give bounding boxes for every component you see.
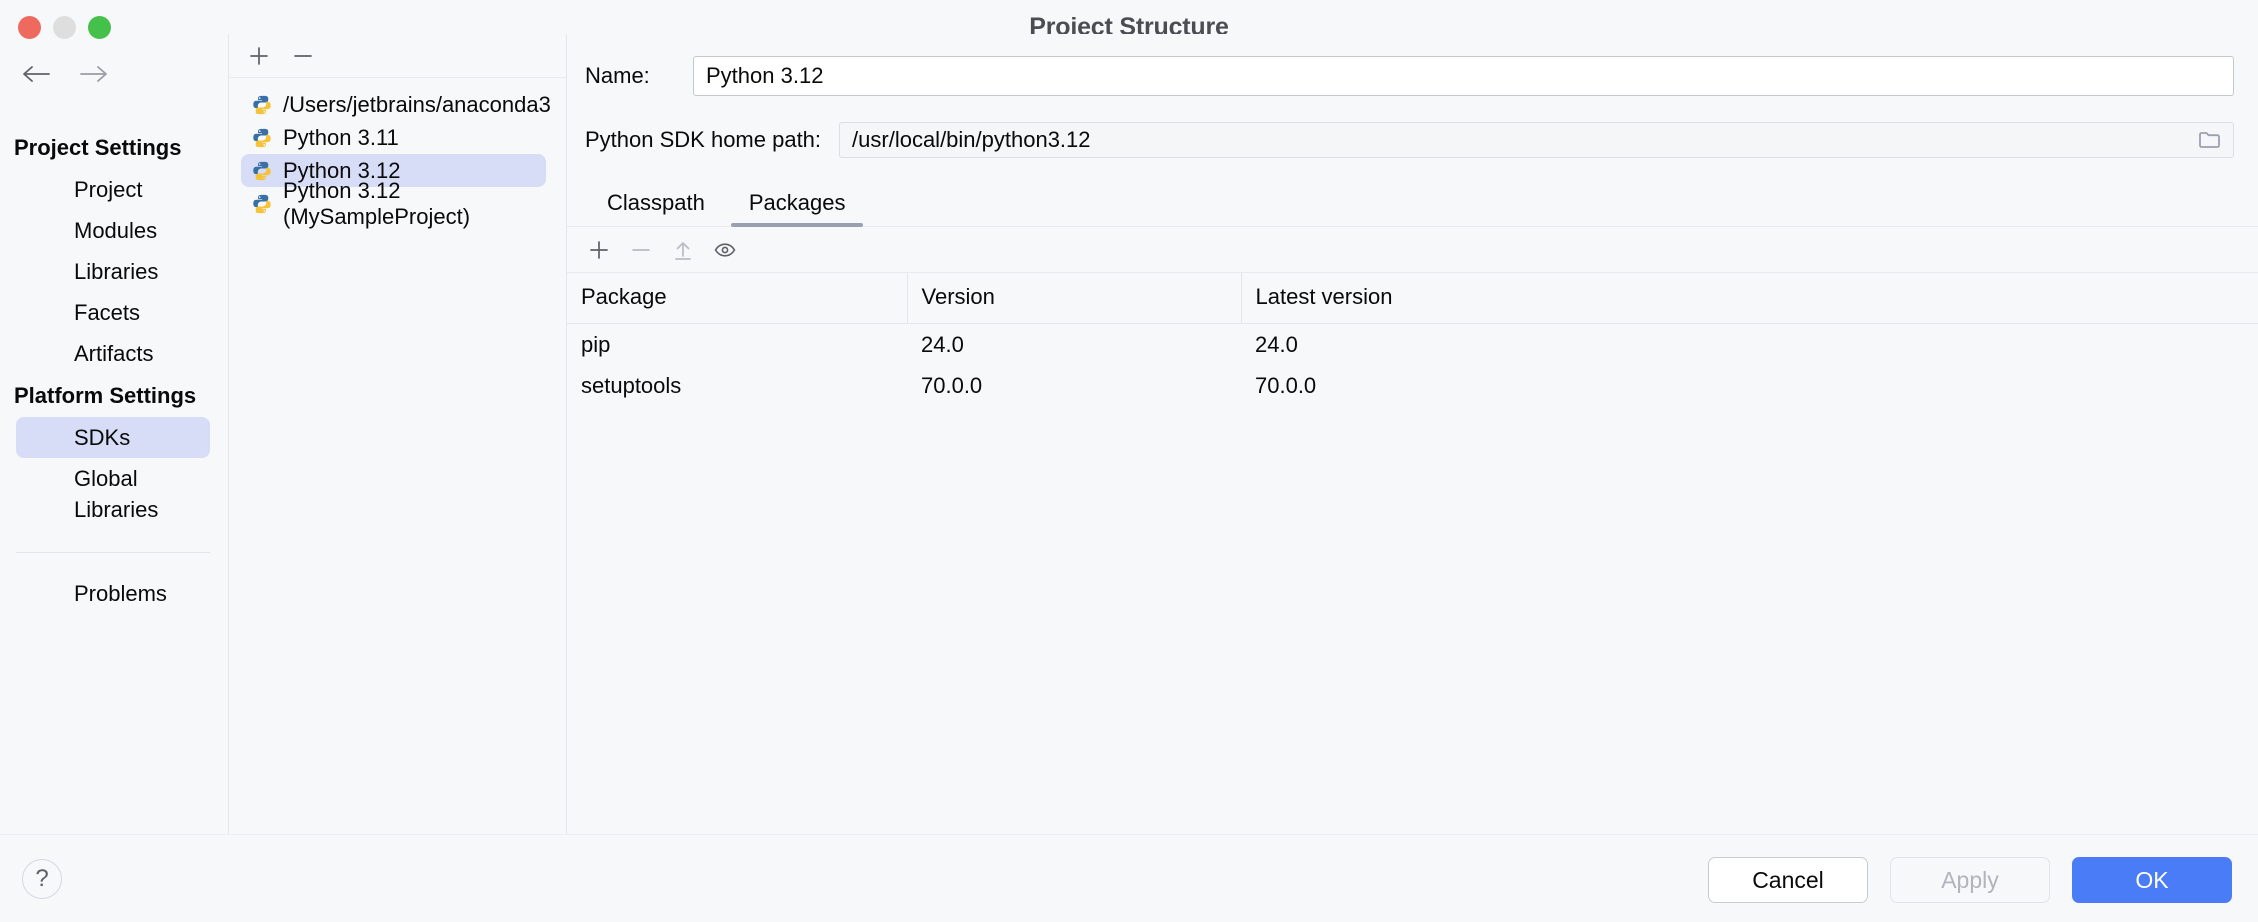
question-mark-icon[interactable]: ? (22, 859, 62, 899)
detail-tabs: Classpath Packages (567, 184, 2258, 227)
show-early-releases-eye-icon[interactable] (707, 232, 743, 268)
name-label: Name: (585, 63, 650, 88)
cell-version: 24.0 (921, 332, 964, 357)
python-icon (253, 194, 271, 213)
python-icon (253, 128, 271, 147)
sidebar-item-problems[interactable]: Problems (74, 581, 167, 606)
cell-latest-version: 24.0 (1255, 332, 1298, 357)
maximize-window-button[interactable] (88, 16, 111, 39)
sdk-home-path-label: Python SDK home path: (585, 127, 822, 152)
upgrade-package-button[interactable] (665, 232, 701, 268)
sidebar-item-facets[interactable]: Facets (74, 300, 141, 325)
python-icon (253, 95, 271, 114)
sidebar-item-artifacts[interactable]: Artifacts (74, 341, 154, 366)
nav-group-project-settings: Project Settings (14, 135, 182, 160)
cell-version: 70.0.0 (921, 373, 983, 398)
column-header-package[interactable]: Package (567, 273, 907, 324)
packages-table-header-row: Package Version Latest version (567, 273, 2258, 324)
sdk-list-item-label: /Users/jetbrains/anaconda3 (283, 91, 551, 117)
minimize-window-button[interactable] (53, 16, 76, 39)
window-controls (18, 16, 111, 39)
ok-button[interactable]: OK (2072, 857, 2232, 903)
cell-package: pip (581, 332, 611, 357)
sidebar-item-libraries[interactable]: Libraries (74, 259, 159, 284)
sdk-list-item[interactable]: Python 3.12 (MySampleProject) (241, 178, 546, 229)
packages-table: Package Version Latest version pip 24.0 … (567, 273, 2258, 406)
settings-nav-list: Project Settings Project Modules Librari… (0, 126, 228, 614)
cell-package: setuptools (581, 373, 682, 398)
sidebar-item-project[interactable]: Project (74, 177, 143, 202)
python-icon (253, 161, 271, 180)
dialog-actions: Cancel Apply OK (1708, 857, 2232, 903)
sdk-list-item-label: Python 3.12 (283, 157, 401, 183)
table-row[interactable]: setuptools 70.0.0 70.0.0 (567, 365, 2258, 406)
cell-latest-version: 70.0.0 (1255, 373, 1317, 398)
forward-arrow-icon[interactable] (74, 54, 114, 94)
sidebar-item-modules[interactable]: Modules (74, 218, 158, 243)
close-window-button[interactable] (18, 16, 41, 39)
nav-history-controls (16, 54, 114, 94)
remove-sdk-button[interactable] (285, 38, 321, 74)
sdk-home-path-input[interactable]: /usr/local/bin/python3.12 (839, 122, 2234, 158)
sdk-list-panel: /Users/jetbrains/anaconda3 Python 3.11 P… (228, 34, 566, 878)
sidebar-item-global-libraries[interactable]: Global Libraries (74, 466, 159, 522)
table-row[interactable]: pip 24.0 24.0 (567, 324, 2258, 366)
dialog-footer: ? Cancel Apply OK (0, 834, 2258, 922)
name-field-row: Name: Python 3.12 (567, 56, 2258, 96)
sdk-list: /Users/jetbrains/anaconda3 Python 3.11 P… (229, 78, 566, 229)
tab-packages[interactable]: Packages (727, 184, 868, 227)
sdk-list-item-label: Python 3.12 (MySampleProject) (283, 177, 471, 229)
sdk-home-path-value: /usr/local/bin/python3.12 (852, 127, 1091, 152)
sdk-list-item[interactable]: /Users/jetbrains/anaconda3 (241, 88, 551, 121)
sdk-list-item-label: Python 3.11 (283, 124, 399, 150)
install-package-button[interactable] (581, 232, 617, 268)
settings-sidebar: Project Settings Project Modules Librari… (0, 54, 228, 922)
nav-group-platform-settings: Platform Settings (14, 383, 197, 408)
sdk-home-path-row: Python SDK home path: /usr/local/bin/pyt… (567, 122, 2258, 158)
sidebar-item-sdks[interactable]: SDKs (16, 417, 210, 458)
sidebar-divider (16, 552, 210, 553)
sdk-name-input[interactable]: Python 3.12 (693, 56, 2234, 96)
apply-button[interactable]: Apply (1890, 857, 2050, 903)
packages-toolbar (567, 227, 2258, 273)
uninstall-package-button[interactable] (623, 232, 659, 268)
sdk-list-item-selected[interactable]: Python 3.12 (241, 154, 546, 187)
column-header-latest-version[interactable]: Latest version (1240, 273, 2258, 324)
tab-classpath[interactable]: Classpath (607, 190, 705, 215)
column-header-version[interactable]: Version (906, 273, 1241, 324)
add-sdk-button[interactable] (241, 38, 277, 74)
sdk-list-toolbar (229, 34, 566, 78)
sdk-list-item[interactable]: Python 3.11 (241, 121, 546, 154)
sdk-detail-panel: Name: Python 3.12 Python SDK home path: … (566, 34, 2258, 878)
back-arrow-icon[interactable] (16, 54, 56, 94)
cancel-button[interactable]: Cancel (1708, 857, 1868, 903)
folder-icon[interactable] (2195, 127, 2225, 153)
